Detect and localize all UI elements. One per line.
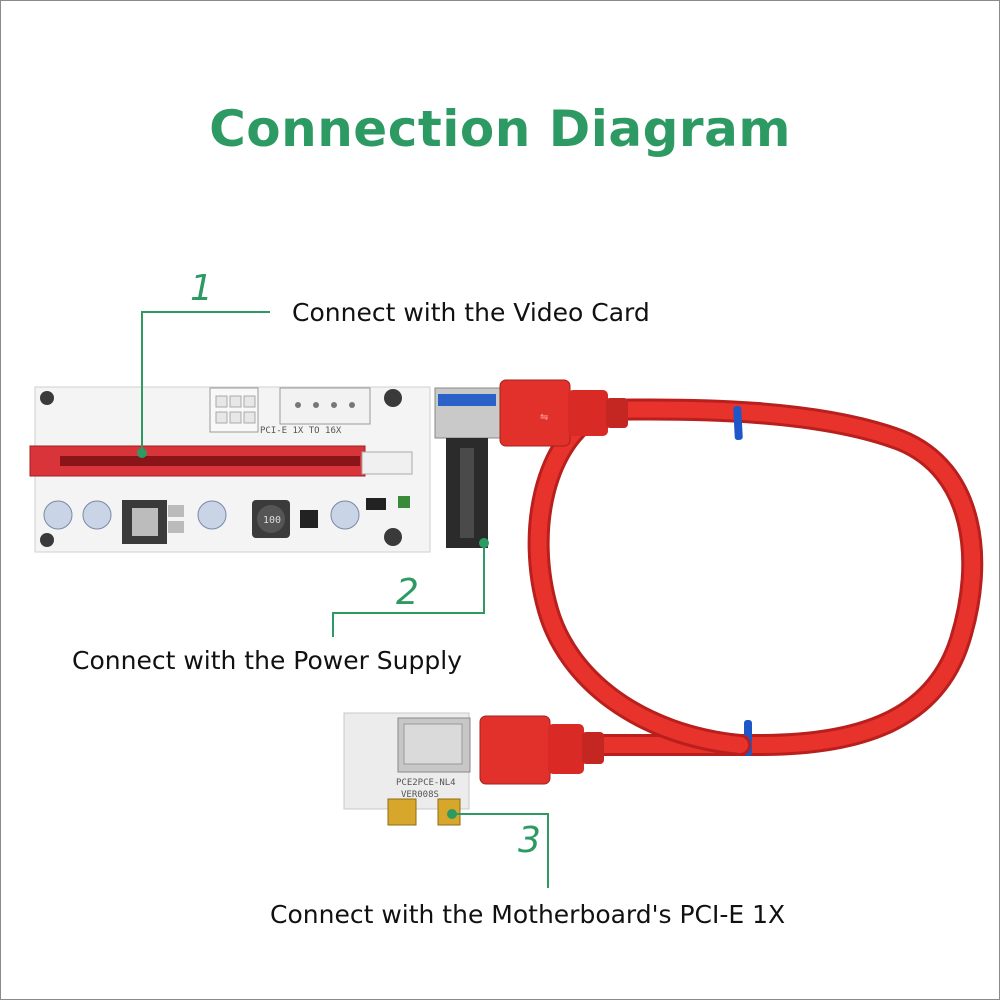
usb-plug-bottom [479, 715, 604, 785]
callout-label-3: Connect with the Motherboard's PCI-E 1X [270, 900, 786, 929]
riser-board: PCI-E 1X TO 16X 100 [29, 386, 488, 553]
usb-plug-top: ⇋ [434, 379, 628, 447]
callout-number-2: 2 [396, 572, 419, 613]
cable-band-upper [733, 405, 743, 441]
callout-line-2 [332, 543, 485, 637]
page-title: Connection Diagram [209, 100, 791, 158]
callout-dot-3 [447, 809, 457, 819]
callout-number-1: 1 [190, 268, 213, 309]
pcie-1x-adapter: PCE2PCE-NL4 VER008S [343, 712, 471, 826]
callout-number-3: 3 [518, 820, 541, 861]
svg-text:⇋: ⇋ [540, 412, 548, 423]
callout-label-2: Connect with the Power Supply [72, 646, 463, 675]
coil-marking: 100 [263, 515, 281, 526]
riser-marking: PCI-E 1X TO 16X [260, 426, 342, 436]
usb-cable [549, 398, 984, 756]
callout-label-1: Connect with the Video Card [292, 298, 650, 327]
callout-lines [141, 311, 549, 888]
callout-line-1 [141, 311, 270, 453]
callout-dot-2 [479, 538, 489, 548]
callout-line-3 [452, 813, 549, 888]
adapter-marking-1: PCE2PCE-NL4 [396, 778, 456, 788]
callout-dot-1 [137, 448, 147, 458]
adapter-marking-2: VER008S [401, 790, 439, 800]
